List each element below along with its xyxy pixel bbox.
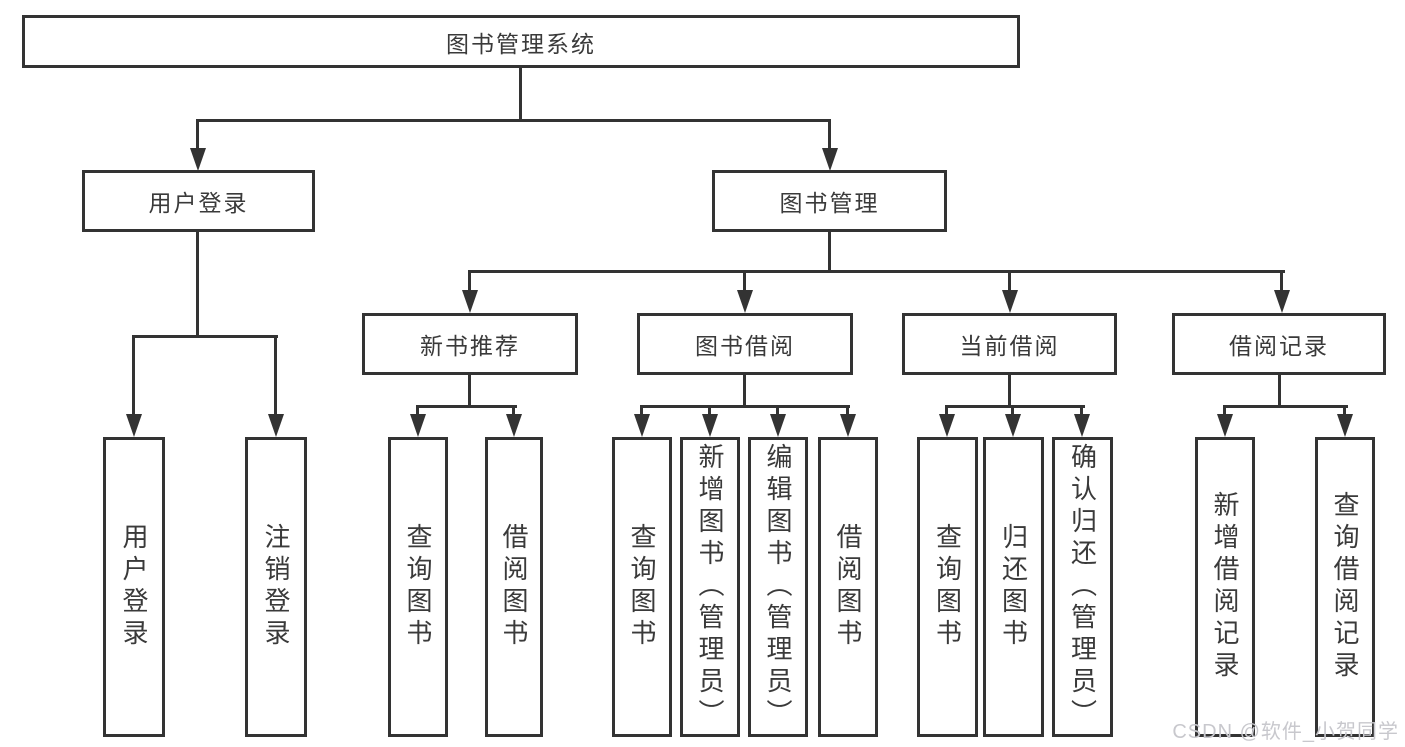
arrow-down-icon — [410, 414, 426, 437]
arrow-down-icon — [506, 414, 522, 437]
arrow-down-icon — [770, 414, 786, 437]
leaf-borrowing-query-books: 查询图书 — [612, 437, 672, 737]
connector-line — [1008, 270, 1011, 294]
arrow-down-icon — [840, 414, 856, 437]
connector-line — [512, 405, 515, 417]
leaf-current-confirm-return-admin: 确认归还（管理员） — [1052, 437, 1113, 737]
connector-line — [519, 68, 522, 122]
connector-line — [1278, 375, 1281, 407]
connector-line — [1011, 405, 1014, 417]
leaf-borrowing-add-books-admin: 新增图书（管理员） — [680, 437, 740, 737]
connector-line — [1223, 405, 1348, 408]
connector-line — [468, 270, 1285, 273]
csdn-watermark: CSDN @软件_小贺同学 — [1172, 721, 1399, 743]
leaf-recommend-query-books: 查询图书 — [388, 437, 448, 737]
connector-line — [776, 405, 779, 417]
connector-line — [468, 375, 471, 407]
connector-line — [945, 405, 1085, 408]
connector-line — [416, 405, 419, 417]
connector-line — [846, 405, 849, 417]
node-user-login: 用户登录 — [82, 170, 315, 232]
node-book-borrowing: 图书借阅 — [637, 313, 853, 375]
connector-line — [1280, 270, 1283, 294]
connector-line — [640, 405, 850, 408]
leaf-user-login: 用户登录 — [103, 437, 165, 737]
connector-line — [708, 405, 711, 417]
node-new-book-recommend: 新书推荐 — [362, 313, 578, 375]
arrow-down-icon — [939, 414, 955, 437]
leaf-logout: 注销登录 — [245, 437, 307, 737]
connector-line — [132, 335, 135, 417]
leaf-current-return-books: 归还图书 — [983, 437, 1044, 737]
connector-line — [828, 232, 831, 272]
arrow-down-icon — [1002, 290, 1018, 313]
leaf-recommend-borrow-books: 借阅图书 — [485, 437, 543, 737]
arrow-down-icon — [190, 148, 206, 171]
arrow-down-icon — [1337, 414, 1353, 437]
connector-line — [640, 405, 643, 417]
connector-line — [1223, 405, 1226, 417]
arrow-down-icon — [634, 414, 650, 437]
arrow-down-icon — [126, 414, 142, 437]
connector-line — [196, 119, 199, 152]
arrow-down-icon — [1217, 414, 1233, 437]
connector-line — [743, 375, 746, 407]
arrow-down-icon — [1074, 414, 1090, 437]
arrow-down-icon — [1005, 414, 1021, 437]
node-current-borrowing: 当前借阅 — [902, 313, 1117, 375]
leaf-borrowing-borrow-books: 借阅图书 — [818, 437, 878, 737]
node-borrowing-records: 借阅记录 — [1172, 313, 1386, 375]
leaf-current-query-books: 查询图书 — [917, 437, 978, 737]
connector-line — [743, 270, 746, 294]
node-book-management: 图书管理 — [712, 170, 947, 232]
node-library-management-system: 图书管理系统 — [22, 15, 1020, 68]
connector-line — [828, 119, 831, 152]
arrow-down-icon — [268, 414, 284, 437]
arrow-down-icon — [702, 414, 718, 437]
connector-line — [468, 270, 471, 294]
leaf-records-query-borrow-record: 查询借阅记录 — [1315, 437, 1375, 737]
connector-line — [1080, 405, 1083, 417]
connector-line — [196, 232, 199, 337]
connector-line — [1008, 375, 1011, 407]
connector-line — [945, 405, 948, 417]
arrow-down-icon — [822, 148, 838, 171]
connector-line — [1343, 405, 1346, 417]
leaf-borrowing-edit-books-admin: 编辑图书（管理员） — [748, 437, 808, 737]
leaf-records-add-borrow-record: 新增借阅记录 — [1195, 437, 1255, 737]
connector-line — [416, 405, 517, 408]
connector-line — [196, 119, 831, 122]
connector-line — [274, 335, 277, 417]
connector-line — [132, 335, 278, 338]
arrow-down-icon — [737, 290, 753, 313]
arrow-down-icon — [462, 290, 478, 313]
arrow-down-icon — [1274, 290, 1290, 313]
